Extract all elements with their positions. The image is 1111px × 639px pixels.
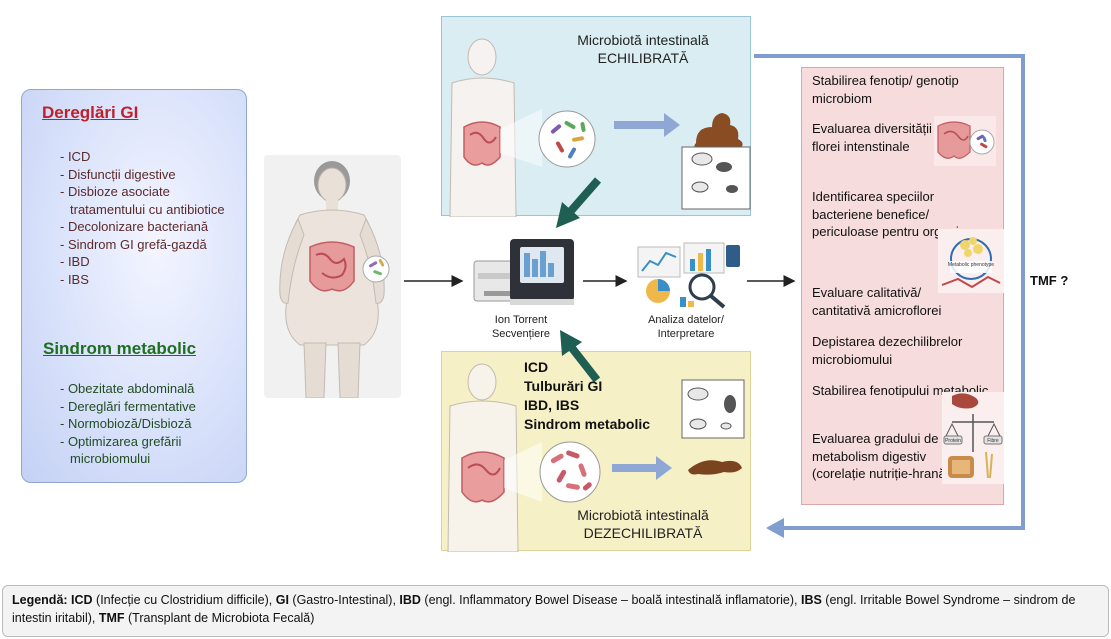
list-item: - Obezitate abdominală: [60, 381, 195, 396]
legend-abbr: TMF: [98, 611, 125, 625]
legend-abbr: GI: [275, 593, 289, 607]
metabolic-phenotype-icon: Metabolic phenotype: [938, 229, 1004, 293]
label-line: Interpretare: [657, 328, 715, 340]
imbalanced-microbiota-illustration: [447, 363, 745, 553]
panel-title-line: ECHILIBRATĂ: [597, 50, 689, 66]
legend-definition: (engl. Irritable Bowel Syndrome – sindro…: [12, 593, 1076, 625]
fibre-label: Fibre: [987, 438, 999, 444]
legend-box: [2, 585, 1109, 637]
legend-text: Legendă: ICD (Infecție cu Clostridium di…: [12, 591, 1102, 627]
arrow-imbalanced-to-sequencer: [560, 330, 601, 383]
list-item: - IBS: [60, 271, 89, 287]
list-item: Sindrom metabolic: [524, 416, 651, 432]
imbalanced-microbiota-panel: [441, 351, 751, 553]
legend-definition: (engl. Inflammatory Bowel Disease – boal…: [420, 593, 801, 607]
label-line: Ion Torrent: [494, 314, 548, 326]
tmf-label: TMF ?: [1030, 273, 1069, 288]
metabolic-syndrome-list: - Obezitate abdominală - Dereglări ferme…: [60, 380, 240, 468]
list-item: IBD, IBS: [524, 397, 580, 413]
list-item: - IBD: [60, 254, 90, 269]
list-item: - Disfuncții digestive: [60, 166, 176, 182]
imbalanced-microbiota-title: Microbiotă intestinală DEZECHILIBRATĂ: [548, 506, 738, 542]
list-item: - ICD: [60, 149, 91, 164]
metabolic-syndrome-heading: Sindrom metabolic: [43, 339, 197, 358]
analysis-label: Analiza datelor/ Interpretare: [630, 313, 742, 341]
legend-abbr: IBS: [800, 593, 822, 607]
patient-illustration-card: [264, 155, 401, 399]
list-item: - Optimizarea grefării microbiomului: [60, 433, 182, 467]
protein-label: Protein: [945, 438, 961, 444]
outcome-item: Evaluarea diversității florei intenstina…: [812, 121, 932, 154]
outcome-item: Depistarea dezechilibrelor microbiomului: [812, 334, 963, 367]
arrow-balanced-to-sequencer: [556, 177, 602, 228]
legend-definition: (Gastro-Intestinal),: [288, 593, 400, 607]
legend-abbr: IBD: [399, 593, 421, 607]
list-item: - Normobioză/Disbioză: [60, 416, 192, 431]
legend-definition: (Infecție cu Clostridium difficile),: [92, 593, 276, 607]
outcome-item: Stabilirea fenotip/ genotip microbiom: [812, 73, 959, 106]
sequencer-label: Ion Torrent Secvențiere: [468, 313, 574, 341]
balanced-microbiota-panel: [441, 16, 751, 218]
list-item: - Sindrom GI grefă-gazdă: [60, 236, 207, 252]
tmf-feedback-loop-arrow: [754, 54, 1025, 538]
overweight-person-icon: [279, 161, 390, 399]
list-item: - Decolonizare bacteriană: [60, 219, 209, 234]
label-line: Secvențiere: [491, 328, 551, 340]
data-analysis-icon: [637, 242, 740, 309]
list-item: - Disbioze asociate tratamentului cu ant…: [60, 184, 225, 217]
legend-abbr: ICD: [71, 593, 93, 607]
label-line: Analiza datelor/: [648, 314, 724, 326]
outcome-item: Evaluarea gradului de metabolism digesti…: [812, 431, 951, 481]
legend-definition: (Transplant de Microbiota Fecală): [124, 611, 315, 625]
outcome-item: Identificarea speciilor bacteriene benef…: [812, 189, 977, 239]
conditions-panel: [21, 89, 247, 483]
intestine-diversity-icon: [934, 116, 996, 166]
panel-title-line: DEZECHILIBRATĂ: [583, 525, 703, 541]
panel-title-line: Microbiotă intestinală: [577, 32, 709, 48]
sequencer-icon: [473, 239, 574, 305]
list-item: Tulburări GI: [524, 378, 603, 394]
legend-label: Legendă:: [12, 593, 68, 607]
balanced-microbiota-illustration: [449, 38, 751, 218]
list-item: - Dereglări fermentative: [60, 398, 196, 414]
balanced-microbiota-title: Microbiotă intestinală ECHILIBRATĂ: [548, 31, 738, 67]
metabolic-phenotype-text: Metabolic phenotype: [948, 262, 994, 268]
gi-disorders-list: - ICD - Disfuncții digestive - Disbioze …: [60, 148, 240, 288]
list-item: ICD: [524, 359, 549, 375]
panel-title-line: Microbiotă intestinală: [577, 507, 709, 523]
nutrition-scale-icon: Protein Fibre: [942, 392, 1004, 484]
outcome-item: Evaluare calitativă/ cantitativă amicrof…: [812, 285, 942, 318]
gi-disorders-heading: Dereglări GI: [42, 103, 139, 122]
imbalance-conditions-list: ICD Tulburări GI IBD, IBS Sindrom metabo…: [524, 358, 650, 434]
